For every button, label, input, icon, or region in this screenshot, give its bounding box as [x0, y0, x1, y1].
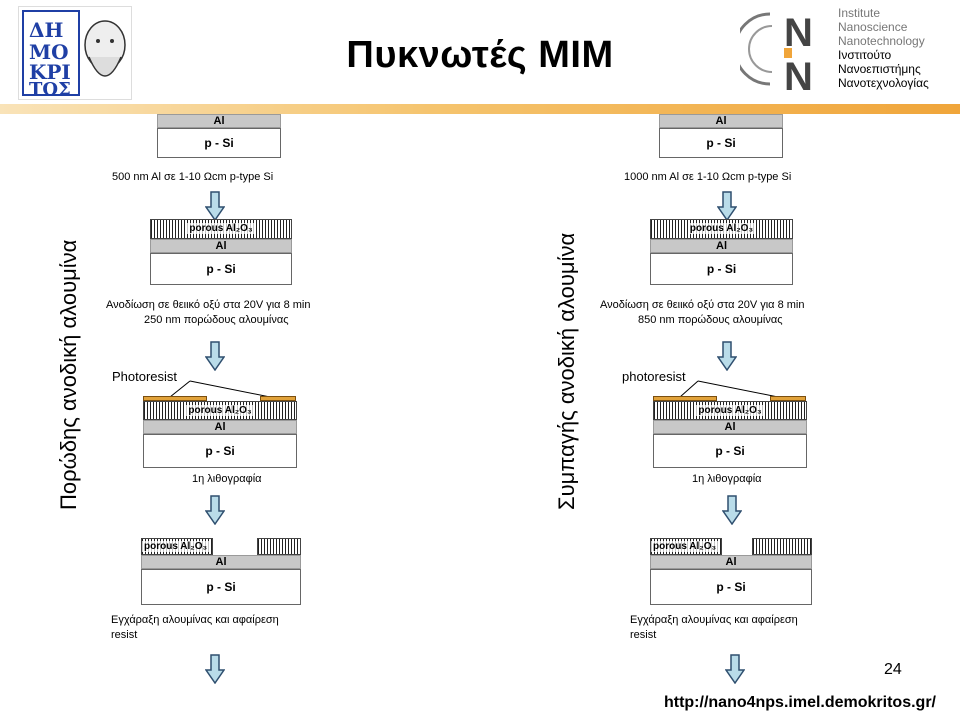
- left-step3-caption: 1η λιθογραφία: [192, 473, 262, 485]
- right-resist-right: [770, 396, 806, 401]
- right-s2-porous-alumina: porous Al₂O₃: [650, 219, 793, 239]
- right-s2-al-layer: Al: [650, 239, 793, 253]
- right-resist-left: [653, 396, 717, 401]
- left-s4-porous-label: porous Al₂O₃: [142, 541, 210, 552]
- left-s4-porous-left: porous Al₂O₃: [141, 538, 213, 555]
- left-down-arrow-2-icon: [205, 341, 225, 371]
- left-s2-al-layer: Al: [150, 239, 292, 253]
- right-s3-porous-alumina: porous Al₂O₃: [653, 401, 807, 420]
- left-s3-porous-label: porous Al₂O₃: [186, 405, 254, 416]
- footer-url[interactable]: http://nano4nps.imel.demokritos.gr/: [663, 694, 936, 711]
- right-step1-caption: 1000 nm Al σε 1-10 Ωcm p-type Si: [624, 171, 792, 183]
- svg-text:N: N: [784, 55, 813, 96]
- left-s4-al-layer: Al: [141, 555, 301, 569]
- slide-title: Πυκνωτές MIM: [346, 34, 614, 76]
- right-down-arrow-1-icon: [717, 191, 737, 221]
- left-s3-al-layer: Al: [143, 420, 297, 434]
- left-resist-right: [260, 396, 296, 401]
- svg-text:ΚΡΙ: ΚΡΙ: [29, 60, 71, 84]
- header-gradient-bar: [0, 104, 960, 114]
- left-vertical-label: Πορώδης ανοδική αλουμίνα: [56, 239, 81, 510]
- right-down-arrow-4-icon: [725, 654, 745, 684]
- nn-logo: N N: [733, 4, 834, 101]
- right-s4-porous-left: porous Al₂O₃: [650, 538, 722, 555]
- svg-text:N: N: [784, 11, 813, 55]
- left-step2-caption-1: Ανοδίωση σε θειικό οξύ στα 20V για 8 min: [106, 299, 311, 311]
- left-s2-si-substrate: p - Si: [150, 253, 292, 285]
- left-step4-caption-1: Εγχάραξη αλουμίνας και αφαίρεση: [111, 614, 279, 626]
- left-down-arrow-4-icon: [205, 654, 225, 684]
- right-s3-porous-label: porous Al₂O₃: [696, 405, 764, 416]
- left-s3-porous-alumina: porous Al₂O₃: [143, 401, 297, 420]
- left-down-arrow-3-icon: [205, 495, 225, 525]
- right-step2-caption-1: Ανοδίωση σε θειικό οξύ στα 20V για 8 min: [600, 299, 805, 311]
- page-number: 24: [884, 661, 902, 678]
- right-step2-caption-2: 850 nm πορώδους αλουμίνας: [638, 314, 783, 326]
- left-step2-caption-2: 250 nm πορώδους αλουμίνας: [144, 314, 289, 326]
- institute-en-3: Nanotechnology: [838, 34, 925, 48]
- right-step4-caption-1: Εγχάραξη αλουμίνας και αφαίρεση: [630, 614, 798, 626]
- right-s2-porous-label: porous Al₂O₃: [687, 223, 756, 234]
- left-step1-caption: 500 nm Al σε 1-10 Ωcm p-type Si: [112, 171, 274, 183]
- left-s1-si-substrate: p - Si: [157, 128, 281, 158]
- right-step4-caption-2: resist: [630, 629, 657, 641]
- svg-text:ΤΟΣ: ΤΟΣ: [29, 79, 71, 99]
- institute-en-2: Nanoscience: [838, 20, 908, 34]
- left-s3-si-substrate: p - Si: [143, 434, 297, 468]
- institute-en-1: Institute: [838, 6, 881, 20]
- demokritos-logo: ΔΗ ΜΟ ΚΡΙ ΤΟΣ: [18, 6, 132, 100]
- right-s2-si-substrate: p - Si: [650, 253, 793, 285]
- institute-name: Institute Nanoscience Nanotechnology Ινσ…: [838, 6, 929, 90]
- institute-gr-1: Ινστιτούτο: [838, 48, 892, 62]
- right-s4-porous-right: [752, 538, 812, 555]
- right-s3-si-substrate: p - Si: [653, 434, 807, 468]
- institute-gr-3: Νανοτεχνολογίας: [838, 76, 929, 90]
- right-step3-caption: 1η λιθογραφία: [692, 473, 762, 485]
- left-down-arrow-1-icon: [205, 191, 225, 221]
- left-resist-left: [143, 396, 207, 401]
- left-s4-si-substrate: p - Si: [141, 569, 301, 605]
- left-photoresist-pointer-icon: [169, 380, 271, 398]
- right-s1-al-layer: Al: [659, 114, 783, 128]
- left-s1-al-layer: Al: [157, 114, 281, 128]
- right-s4-al-layer: Al: [650, 555, 812, 569]
- left-step4-caption-2: resist: [111, 629, 138, 641]
- right-s4-si-substrate: p - Si: [650, 569, 812, 605]
- right-s3-al-layer: Al: [653, 420, 807, 434]
- right-s4-porous-label: porous Al₂O₃: [651, 541, 719, 552]
- left-s2-porous-label: porous Al₂O₃: [187, 223, 255, 234]
- right-photoresist-label: photoresist: [622, 369, 686, 384]
- right-s1-si-substrate: p - Si: [659, 128, 783, 158]
- left-photoresist-label: Photoresist: [112, 369, 178, 384]
- right-down-arrow-3-icon: [722, 495, 742, 525]
- right-vertical-label: Συμπαγής ανοδική αλουμίνα: [554, 232, 579, 510]
- left-s2-porous-alumina: porous Al₂O₃: [150, 219, 292, 239]
- left-s4-porous-right: [257, 538, 301, 555]
- right-photoresist-pointer-icon: [679, 380, 779, 398]
- svg-text:ΔΗ: ΔΗ: [29, 18, 63, 42]
- right-down-arrow-2-icon: [717, 341, 737, 371]
- institute-gr-2: Νανοεπιστήμης: [838, 62, 921, 76]
- svg-text:ΜΟ: ΜΟ: [29, 40, 69, 64]
